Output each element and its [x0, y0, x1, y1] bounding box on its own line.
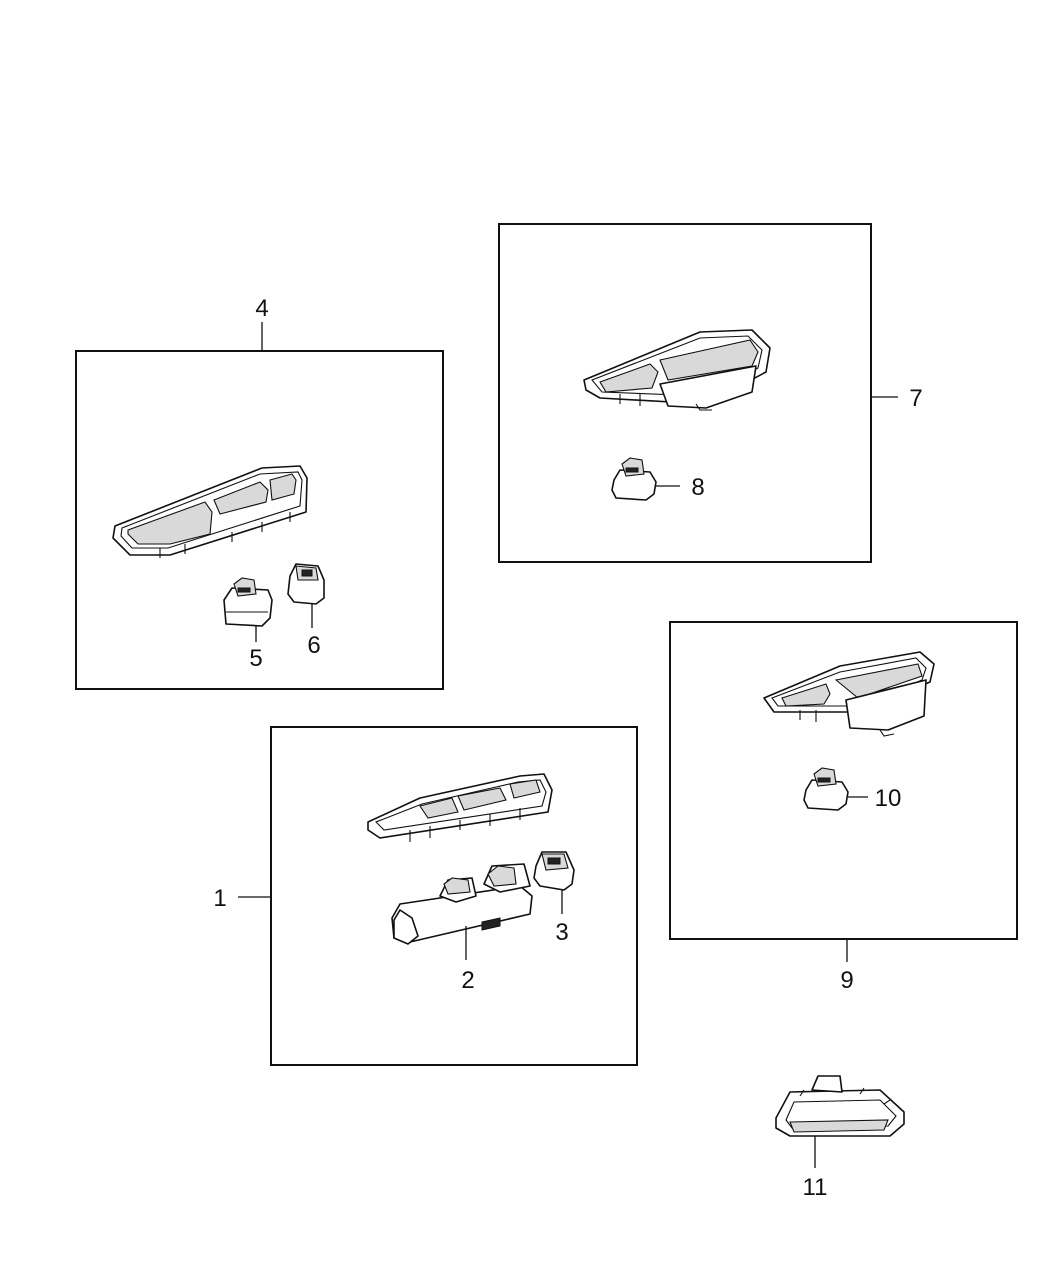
callout-5: 5: [249, 645, 262, 672]
group-9: 9 10: [669, 621, 1018, 994]
group-4-box: [75, 350, 444, 690]
group-7-box: [498, 223, 872, 563]
group-1: 1 2 3: [213, 726, 638, 1066]
callout-9: 9: [840, 967, 853, 994]
callout-1: 1: [213, 885, 226, 912]
callout-11: 11: [803, 1174, 828, 1201]
group-7: 7 8: [498, 223, 923, 563]
switch-part-6: 6: [287, 563, 325, 659]
bezel-part-9: [763, 651, 935, 737]
callout-10: 10: [875, 785, 902, 812]
part-11: 11: [775, 1075, 905, 1201]
group-9-box: [669, 621, 1018, 940]
callout-4: 4: [255, 295, 268, 322]
bezel-part-7: [583, 329, 771, 411]
callout-2: 2: [461, 967, 474, 994]
group-4: 4 5 6: [75, 295, 444, 690]
callout-6: 6: [307, 632, 320, 659]
callout-7: 7: [909, 385, 922, 412]
bezel-part-1: [367, 773, 553, 842]
callout-3: 3: [555, 919, 568, 946]
switch-part-2: 2: [391, 863, 533, 994]
group-1-box: [270, 726, 638, 1066]
callout-8: 8: [691, 474, 704, 501]
bezel-part-4: [112, 465, 308, 558]
switch-part-10: 10: [803, 767, 902, 812]
switch-part-5: 5: [223, 577, 273, 672]
switch-part-8: 8: [611, 457, 705, 501]
switch-part-3: 3: [533, 851, 575, 946]
